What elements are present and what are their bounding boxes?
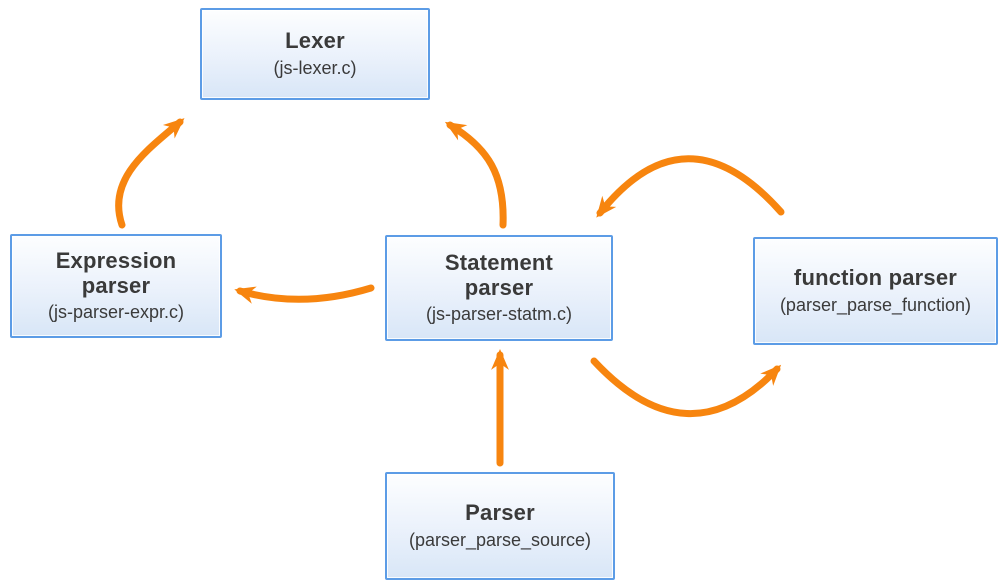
node-lexer-subtitle: (js-lexer.c): [273, 57, 357, 78]
node-expression-parser: Expression parser (js-parser-expr.c): [10, 234, 222, 338]
edge-function-parser-to-statement-parser: [596, 155, 785, 218]
node-parser-subtitle: (parser_parse_source): [408, 529, 592, 550]
node-expression-parser-subtitle: (js-parser-expr.c): [47, 302, 185, 323]
node-parser-title: Parser: [465, 500, 535, 526]
node-function-parser: function parser (parser_parse_function): [753, 237, 998, 345]
node-expression-parser-title: Expression parser: [55, 247, 177, 298]
edge-statement-parser-to-function-parser: [590, 357, 782, 417]
edge-statement-parser-to-expression-parser: [234, 284, 375, 304]
node-lexer: Lexer (js-lexer.c): [200, 8, 430, 100]
edge-statement-parser-to-lexer: [444, 121, 507, 229]
node-statement-parser-title: Statement parser: [444, 249, 554, 300]
edge-expression-parser-to-lexer: [115, 118, 185, 229]
node-function-parser-title: function parser: [793, 265, 958, 291]
node-function-parser-subtitle: (parser_parse_function): [779, 294, 972, 315]
node-statement-parser: Statement parser (js-parser-statm.c): [385, 235, 613, 341]
node-parser: Parser (parser_parse_source): [385, 472, 615, 580]
node-statement-parser-subtitle: (js-parser-statm.c): [425, 304, 572, 325]
node-lexer-title: Lexer: [285, 28, 345, 54]
